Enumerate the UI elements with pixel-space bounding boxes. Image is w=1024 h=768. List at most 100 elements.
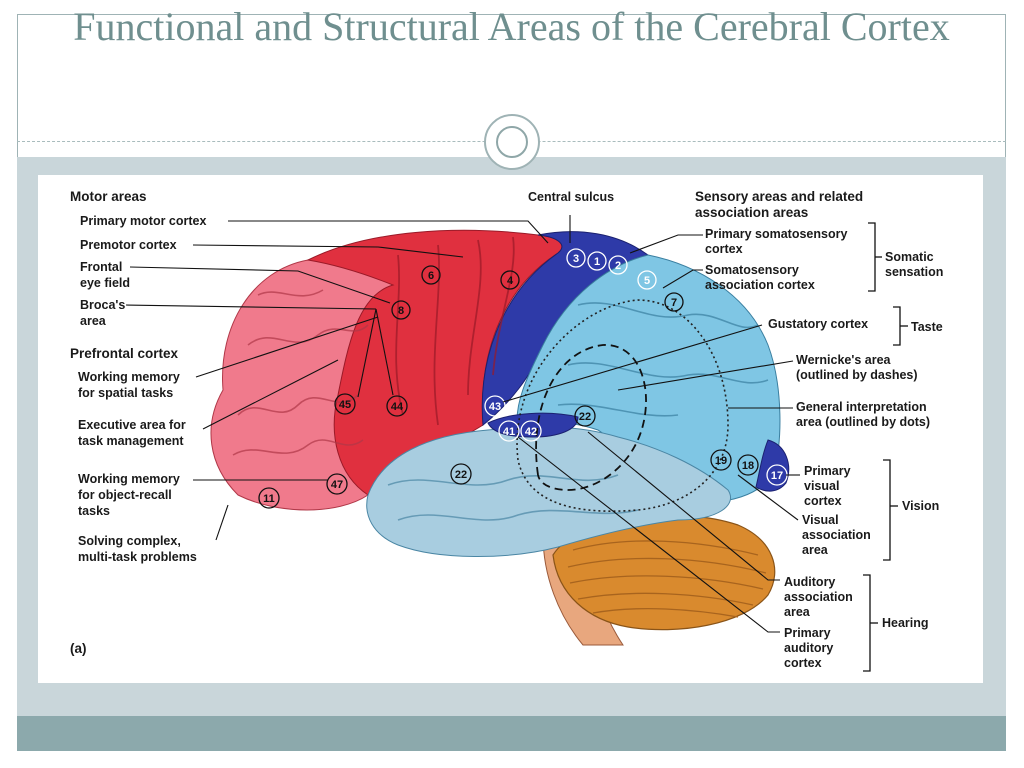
label-taste: Taste	[911, 320, 943, 334]
label-primary-visual-1: Primary	[804, 464, 851, 478]
wernicke-outline	[535, 344, 647, 491]
badge-1: 1	[587, 251, 607, 271]
panel-label: (a)	[70, 641, 87, 656]
svg-text:41: 41	[503, 426, 515, 438]
primary-auditory-cortex	[487, 412, 579, 438]
svg-text:4: 4	[507, 275, 514, 287]
label-wm-spatial-2: for spatial tasks	[78, 386, 173, 400]
label-wm-object-1: Working memory	[78, 472, 180, 486]
badge-18: 18	[737, 454, 759, 476]
label-premotor-cortex: Premotor cortex	[80, 238, 177, 252]
label-somatosensory-assoc-2: association cortex	[705, 278, 815, 292]
label-somatosensory-assoc-1: Somatosensory	[705, 263, 799, 277]
badge-2: 2	[608, 255, 628, 275]
label-central-sulcus: Central sulcus	[528, 190, 614, 204]
temporal-lobe	[366, 426, 731, 557]
svg-text:2: 2	[615, 260, 621, 272]
slide-title: Functional and Structural Areas of the C…	[73, 4, 950, 49]
svg-text:3: 3	[573, 253, 579, 265]
svg-text:22: 22	[455, 469, 467, 481]
badge-11: 11	[258, 487, 280, 509]
svg-text:6: 6	[428, 270, 434, 282]
label-wernicke-1: Wernicke's area	[796, 353, 892, 367]
label-wm-object-3: tasks	[78, 504, 110, 518]
label-primary-motor-cortex: Primary motor cortex	[80, 214, 206, 228]
svg-text:7: 7	[671, 297, 677, 309]
label-somatic-sensation-1: Somatic	[885, 250, 934, 264]
badge-4: 4	[500, 270, 520, 290]
label-primary-visual-2: visual	[804, 479, 839, 493]
label-somatic-sensation-2: sensation	[885, 265, 943, 279]
svg-text:11: 11	[263, 493, 275, 505]
label-vision: Vision	[902, 499, 939, 513]
brain-figure-panel: 3 1 2 5 7 6 4 8 45 44 43 41 42 22 22 47 …	[38, 175, 983, 683]
motor-gyri	[395, 236, 515, 426]
label-primary-somatosensory-1: Primary somatosensory	[705, 227, 847, 241]
leader-lines	[125, 215, 800, 633]
cerebellum-folia	[567, 540, 767, 618]
svg-text:43: 43	[489, 401, 501, 413]
motor-areas-header: Motor areas	[70, 189, 147, 204]
svg-text:18: 18	[742, 460, 754, 472]
label-hearing: Hearing	[882, 616, 929, 630]
svg-text:1: 1	[594, 256, 600, 268]
label-wm-object-2: for object-recall	[78, 488, 172, 502]
group-brackets	[863, 222, 908, 672]
sensory-areas-header-1: Sensory areas and related	[695, 189, 863, 204]
parietal-gyri	[557, 302, 769, 417]
badge-44: 44	[386, 395, 408, 417]
label-solving-2: multi-task problems	[78, 550, 197, 564]
svg-text:22: 22	[579, 411, 591, 423]
badge-5: 5	[637, 270, 657, 290]
label-visual-assoc-1: Visual	[802, 513, 839, 527]
label-brocas-area-2: area	[80, 314, 107, 328]
label-primary-somatosensory-2: cortex	[705, 242, 743, 256]
divider-circle-ornament	[484, 114, 540, 170]
primary-somatosensory-strip	[481, 231, 650, 426]
badge-22-lower: 22	[450, 463, 472, 485]
label-primary-auditory-1: Primary	[784, 626, 831, 640]
label-solving-1: Solving complex,	[78, 534, 181, 548]
label-wernicke-2: (outlined by dashes)	[796, 368, 918, 382]
divider-circle-inner	[496, 126, 528, 158]
label-general-interpretation-2: area (outlined by dots)	[796, 415, 930, 429]
label-auditory-assoc-3: area	[784, 605, 811, 619]
label-frontal-eye-field-2: eye field	[80, 276, 130, 290]
badge-42: 42	[520, 420, 542, 442]
area-badges: 3 1 2 5 7 6 4 8 45 44 43 41 42 22 22 47 …	[258, 248, 788, 509]
badge-7: 7	[664, 292, 684, 312]
label-primary-auditory-3: cortex	[784, 656, 822, 670]
badge-3: 3	[566, 248, 586, 268]
svg-text:19: 19	[715, 455, 727, 467]
prefrontal-gyri	[232, 289, 369, 456]
label-primary-auditory-2: auditory	[784, 641, 833, 655]
svg-text:47: 47	[331, 479, 343, 491]
badge-43: 43	[484, 395, 506, 417]
badge-47: 47	[326, 473, 348, 495]
label-wm-spatial-1: Working memory	[78, 370, 180, 384]
brain-diagram: 3 1 2 5 7 6 4 8 45 44 43 41 42 22 22 47 …	[70, 189, 943, 672]
badge-19: 19	[710, 449, 732, 471]
label-auditory-assoc-2: association	[784, 590, 853, 604]
badge-8: 8	[391, 300, 411, 320]
svg-text:44: 44	[391, 401, 404, 413]
badge-45: 45	[334, 393, 356, 415]
label-visual-assoc-2: association	[802, 528, 871, 542]
label-visual-assoc-3: area	[802, 543, 829, 557]
label-auditory-assoc-1: Auditory	[784, 575, 835, 589]
prefrontal-cortex-header: Prefrontal cortex	[70, 346, 179, 361]
svg-text:5: 5	[644, 275, 650, 287]
label-frontal-eye-field-1: Frontal	[80, 260, 122, 274]
badge-6: 6	[421, 265, 441, 285]
label-executive-1: Executive area for	[78, 418, 186, 432]
badge-41: 41	[498, 420, 520, 442]
footer-bar	[17, 716, 1006, 751]
svg-text:17: 17	[771, 470, 783, 482]
label-brocas-area-1: Broca's	[80, 298, 125, 312]
svg-text:42: 42	[525, 426, 537, 438]
label-general-interpretation-1: General interpretation	[796, 400, 927, 414]
svg-text:8: 8	[398, 305, 404, 317]
sensory-areas-header-2: association areas	[695, 205, 808, 220]
general-interpretation-outline	[516, 299, 729, 512]
label-executive-2: task management	[78, 434, 184, 448]
